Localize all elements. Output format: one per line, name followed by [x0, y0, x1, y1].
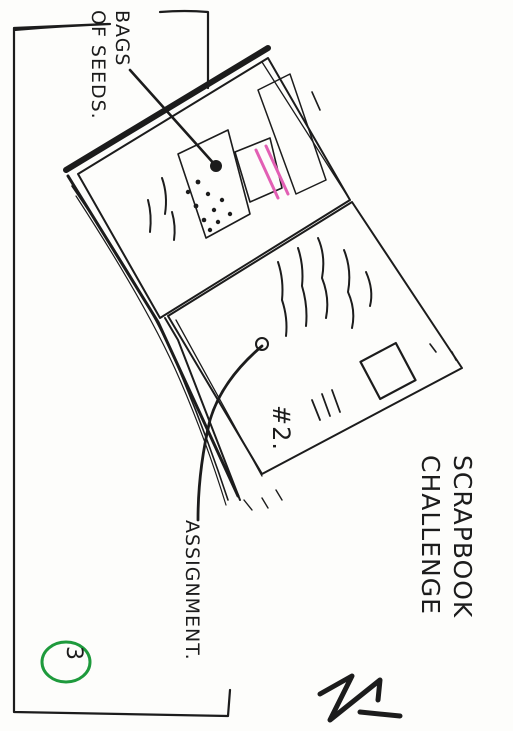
scrapbook-challenge-title: SCRAPBOOK CHALLENGE [414, 455, 478, 618]
assignment-label: ASSIGNMENT. [181, 520, 203, 661]
pointer-assignment [198, 346, 262, 520]
right-page [168, 202, 462, 474]
seed-dots [186, 180, 232, 233]
arrow-doodle [320, 676, 400, 720]
page-number-label: #2. [267, 405, 295, 451]
bags-of-seeds-label: BAGS OF SEEDS. [86, 10, 134, 120]
badge-number: 3 [61, 646, 86, 661]
pink-tab [256, 146, 288, 198]
frame-line [160, 11, 208, 88]
photo-square [360, 343, 415, 399]
